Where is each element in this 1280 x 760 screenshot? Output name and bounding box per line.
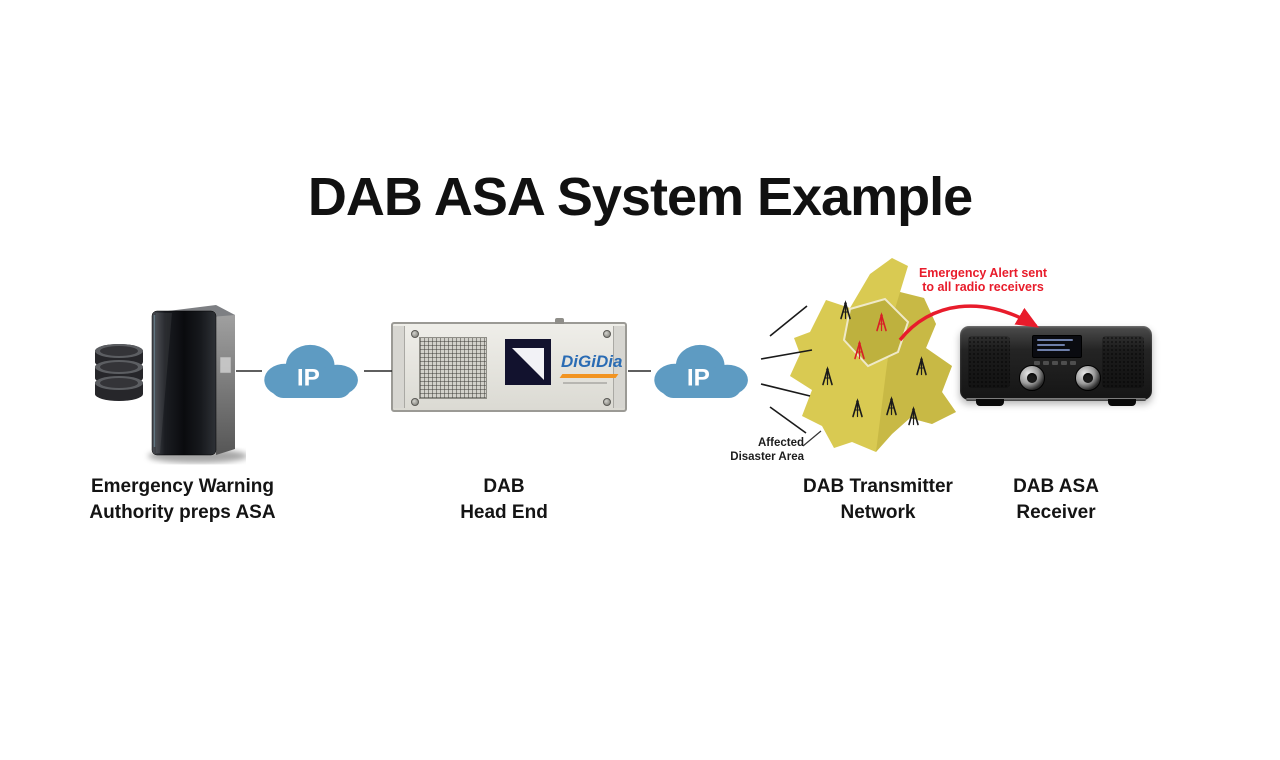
database-icon: [95, 344, 143, 401]
dab-head-end-unit: DiGiDia: [391, 318, 627, 412]
rack-brand-swoosh: [559, 374, 619, 378]
dab-asa-receiver-device: [960, 326, 1152, 406]
rack-logo-square: [505, 339, 551, 385]
database-disk: [95, 376, 143, 401]
server-tower-graphic: [148, 305, 248, 463]
tower-side-badge: [219, 356, 232, 374]
rack-screw: [411, 330, 419, 338]
radio-button: [1043, 361, 1049, 365]
transmitter-caption-line1: DAB Transmitter: [803, 476, 953, 497]
tower-side-panel: [216, 309, 235, 455]
area-annotation-line2: Disaster Area: [730, 450, 804, 463]
radio-display-text-line: [1037, 349, 1070, 351]
rack-brand-text: DiGiDia: [561, 352, 623, 371]
radio-speaker-left: [968, 336, 1010, 388]
rack-screw: [603, 330, 611, 338]
alert-annotation-line1: Emergency Alert sent: [918, 266, 1048, 280]
radio-display-text-line: [1037, 344, 1065, 346]
rack-screw: [411, 398, 419, 406]
rack-top-connector: [555, 318, 564, 324]
authority-caption-line1: Emergency Warning: [90, 476, 274, 497]
authority-caption-line2: Authority preps ASA: [89, 502, 276, 523]
rack-screw: [603, 398, 611, 406]
radio-knob-core: [1083, 373, 1093, 383]
radio-base-strip: [966, 398, 1146, 401]
ip-cloud-right: IP: [648, 333, 756, 409]
radio-button: [1034, 361, 1040, 365]
emergency-alert-annotation: Emergency Alert sent to all radio receiv…: [893, 266, 1073, 294]
radio-foot: [1108, 399, 1136, 406]
area-annotation-line1: Affected: [757, 437, 804, 449]
cloud-body: [264, 344, 358, 398]
radio-display-text-line: [1037, 339, 1073, 341]
radio-button: [1061, 361, 1067, 365]
authority-server-tower: [95, 297, 248, 465]
ip-label-right: IP: [687, 364, 710, 391]
transmitter-network-caption: DAB Transmitter Network: [768, 474, 988, 526]
radio-button-row: [1034, 361, 1076, 365]
receiver-caption: DAB ASA Receiver: [946, 474, 1166, 526]
head-end-caption: DAB Head End: [404, 474, 604, 526]
authority-caption: Emergency Warning Authority preps ASA: [40, 474, 325, 526]
tower-gloss: [156, 313, 172, 453]
logo-triangle: [512, 348, 544, 380]
radio-button: [1070, 361, 1076, 365]
transmitter-caption-line2: Network: [840, 502, 916, 523]
rack-mount-ear-left: [393, 326, 405, 408]
disaster-area-annotation: Affected Disaster Area: [700, 437, 804, 464]
radio-speaker-right: [1102, 336, 1144, 388]
diagram-title: DAB ASA System Example: [307, 167, 973, 227]
rack-brand-subtext-bar: [563, 382, 607, 384]
alert-annotation-line2: to all radio receivers: [922, 280, 1044, 294]
radio-button: [1052, 361, 1058, 365]
rack-mount-ear-right: [613, 326, 625, 408]
head-end-caption-line1: DAB: [483, 476, 525, 497]
cloud-shape: IP: [264, 344, 358, 398]
radio-knob-left: [1019, 365, 1045, 391]
ip-label-left: IP: [297, 364, 320, 391]
receiver-caption-line1: DAB ASA: [1013, 476, 1099, 497]
ip-cloud-left: IP: [258, 333, 366, 409]
cloud-shape: IP: [654, 344, 748, 398]
tower-front-face: [151, 310, 217, 456]
receiver-caption-line2: Receiver: [1016, 502, 1096, 523]
rack-vent-grille: [419, 337, 487, 399]
radio-knob-core: [1027, 373, 1037, 383]
head-end-caption-line2: Head End: [460, 502, 548, 523]
cloud-body: [654, 344, 748, 398]
radio-foot: [976, 399, 1004, 406]
radio-display: [1032, 335, 1082, 358]
radio-knob-right: [1075, 365, 1101, 391]
